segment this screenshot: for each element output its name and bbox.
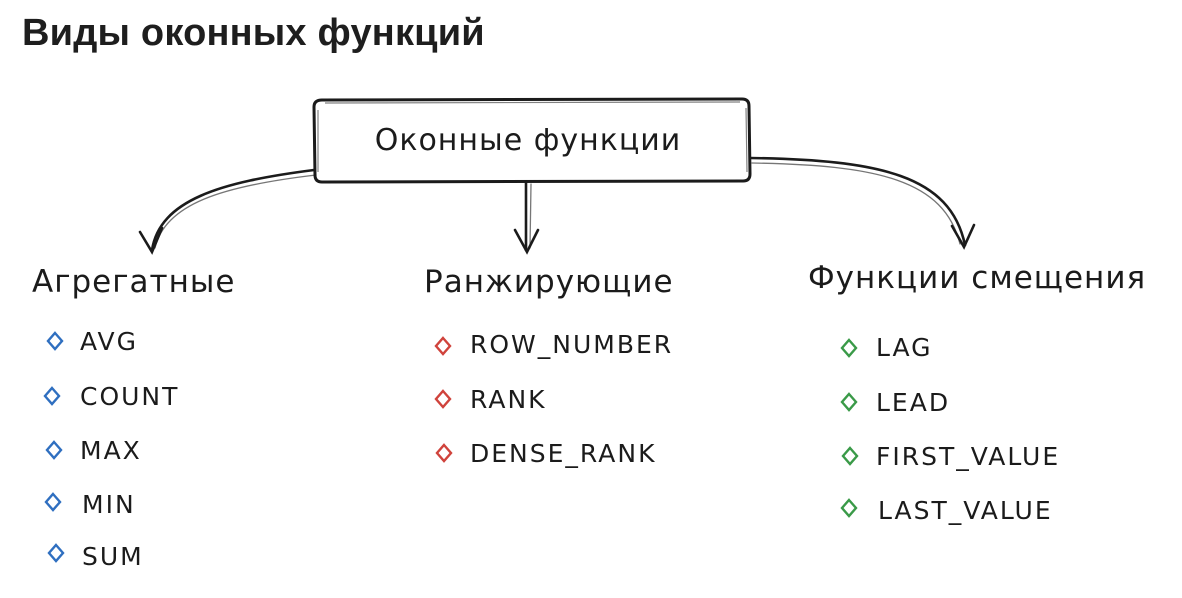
item-label: SUM <box>82 542 144 571</box>
list-item: LEAD <box>840 388 950 417</box>
list-item: ROW_NUMBER <box>434 330 673 359</box>
list-offset: LAG LEAD FIRST_VALUE LAST_VALUE <box>840 333 1060 525</box>
list-aggregate: AVG COUNT MAX MIN SUM <box>43 327 179 571</box>
list-item: LAST_VALUE <box>840 496 1053 525</box>
item-label: MIN <box>82 490 136 519</box>
diamond-bullet-icon <box>840 392 858 412</box>
diamond-bullet-icon <box>46 331 64 351</box>
list-ranking: ROW_NUMBER RANK DENSE_RANK <box>434 330 673 468</box>
category-label-aggregate: Агрегатные <box>32 264 235 300</box>
category-label-offset: Функции смещения <box>808 260 1146 296</box>
list-item: MAX <box>45 436 142 465</box>
arrow-middle <box>513 180 540 255</box>
diamond-bullet-icon <box>44 492 62 512</box>
item-label: FIRST_VALUE <box>876 442 1060 471</box>
diamond-bullet-icon <box>47 543 65 563</box>
list-item: RANK <box>434 385 547 414</box>
item-label: AVG <box>80 327 138 356</box>
item-label: MAX <box>80 436 142 465</box>
list-item: COUNT <box>43 382 179 411</box>
list-item: LAG <box>840 333 933 362</box>
item-label: COUNT <box>80 382 179 411</box>
diamond-bullet-icon <box>45 440 63 460</box>
diamond-bullet-icon <box>840 498 858 518</box>
item-label: LEAD <box>876 388 950 417</box>
item-label: LAST_VALUE <box>878 496 1053 525</box>
diamond-bullet-icon <box>43 386 61 406</box>
diamond-bullet-icon <box>435 443 453 463</box>
root-label: Оконные функции <box>375 123 682 158</box>
item-label: LAG <box>876 333 933 362</box>
diamond-bullet-icon <box>841 446 859 466</box>
diamond-bullet-icon <box>434 336 452 356</box>
item-label: DENSE_RANK <box>470 439 656 468</box>
list-item: DENSE_RANK <box>435 439 656 468</box>
list-item: SUM <box>47 542 144 571</box>
diamond-bullet-icon <box>434 389 452 409</box>
list-item: FIRST_VALUE <box>841 442 1060 471</box>
root-node: Оконные функции <box>312 97 752 184</box>
list-item: MIN <box>44 490 136 519</box>
list-item: AVG <box>46 327 138 356</box>
root-box-sketch <box>317 101 748 173</box>
category-label-ranking: Ранжирующие <box>424 264 674 300</box>
page-title: Виды оконных функций <box>22 12 485 54</box>
arrow-left <box>138 168 317 255</box>
diamond-bullet-icon <box>840 338 858 358</box>
item-label: RANK <box>470 385 547 414</box>
arrow-right <box>748 156 976 250</box>
item-label: ROW_NUMBER <box>470 330 673 359</box>
root-box <box>312 97 752 184</box>
